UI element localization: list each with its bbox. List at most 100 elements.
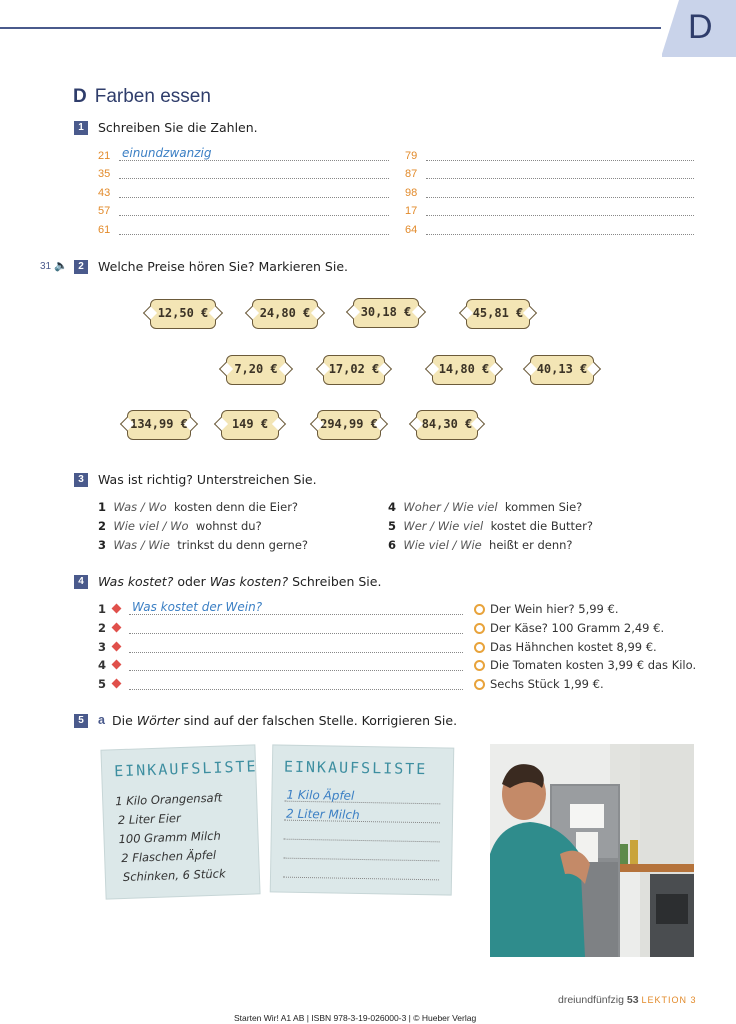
ex1-number: 87 bbox=[405, 168, 418, 180]
shopping-list-line: 2 Flaschen Äpfel bbox=[120, 847, 217, 866]
price-tag[interactable]: 24,80 € bbox=[252, 299, 318, 329]
ex1-number: 21 bbox=[98, 150, 111, 162]
shopping-list-answer-line[interactable] bbox=[284, 800, 441, 805]
speaker-b-circle-icon bbox=[474, 660, 485, 671]
ex3-options[interactable]: Wie viel / Wie bbox=[403, 538, 482, 552]
ex4-answer-line[interactable] bbox=[129, 633, 463, 634]
speaker-b-circle-icon bbox=[474, 604, 485, 615]
shopping-list-line: 1 Kilo Orangensaft bbox=[114, 790, 223, 809]
shopping-list-answer-line[interactable] bbox=[282, 876, 439, 881]
ex4-question-number: 4 bbox=[98, 658, 107, 672]
photo-illustration bbox=[490, 744, 694, 957]
shopping-list-note: EINKAUFSLISTE 1 Kilo Orangensaft 2 Liter… bbox=[101, 745, 260, 899]
price-tag[interactable]: 17,02 € bbox=[323, 355, 385, 385]
ex3-options[interactable]: Wer / Wie viel bbox=[403, 519, 484, 533]
ex1-answer-line[interactable] bbox=[426, 178, 694, 179]
ex3-options[interactable]: Wie viel / Wo bbox=[113, 519, 189, 533]
page-number: 53 bbox=[626, 994, 639, 1006]
ex3-item: 2 Wie viel / Wo wohnst du? bbox=[98, 519, 262, 533]
ex4-answer-line[interactable] bbox=[129, 614, 463, 615]
ex1-answer-line[interactable] bbox=[119, 215, 389, 216]
shopping-list-answer-note: EINKAUFSLISTE 1 Kilo Äpfel 2 Liter Milch bbox=[270, 745, 454, 895]
shopping-list-line: Schinken, 6 Stück bbox=[122, 866, 226, 885]
ex4-question-number: 5 bbox=[98, 677, 107, 691]
ex1-number: 17 bbox=[405, 205, 418, 217]
ex3-item: 1 Was / Wo kosten denn die Eier? bbox=[98, 500, 299, 514]
ex4-reply: Die Tomaten kosten 3,99 € das Kilo. bbox=[490, 658, 697, 672]
top-rule bbox=[0, 27, 662, 29]
ex4-answer-line[interactable] bbox=[129, 652, 463, 653]
lesson-label: LEKTION 3 bbox=[641, 995, 697, 1005]
shopping-list-title: EINKAUFSLISTE bbox=[283, 757, 428, 779]
ex3-item: 4 Woher / Wie viel kommen Sie? bbox=[388, 500, 583, 514]
speaker-a-diamond-icon bbox=[111, 641, 122, 652]
shopping-list-answer-line[interactable] bbox=[283, 857, 440, 862]
price-tag[interactable]: 84,30 € bbox=[416, 410, 478, 440]
speaker-a-diamond-icon bbox=[111, 678, 122, 689]
ex1-answer-line[interactable] bbox=[119, 197, 389, 198]
ex3-options[interactable]: Was / Wie bbox=[113, 538, 170, 552]
price-tag[interactable]: 149 € bbox=[221, 410, 279, 440]
speaker-b-circle-icon bbox=[474, 679, 485, 690]
shopping-list-answer-line[interactable] bbox=[283, 838, 440, 843]
isbn-line: Starten Wir! A1 AB | ISBN 978-3-19-02600… bbox=[234, 1013, 477, 1023]
section-tab-letter: D bbox=[688, 8, 713, 46]
exercise-3-instruction: Was ist richtig? Unterstreichen Sie. bbox=[98, 472, 317, 487]
exercise-5-sub-letter: a bbox=[98, 713, 105, 727]
ex3-item: 6 Wie viel / Wie heißt er denn? bbox=[388, 538, 573, 552]
price-tag[interactable]: 30,18 € bbox=[353, 298, 419, 328]
speaker-a-diamond-icon bbox=[111, 622, 122, 633]
audio-track-number: 31 bbox=[40, 261, 52, 272]
shopping-list-line: 2 Liter Eier bbox=[117, 810, 181, 828]
ex1-number: 61 bbox=[98, 224, 111, 236]
exercise-2-badge: 2 bbox=[74, 260, 88, 274]
ex4-answer-text: Was kostet der Wein? bbox=[132, 600, 263, 614]
ex1-answer-text: einundzwanzig bbox=[122, 146, 212, 160]
page-number-word: dreiundfünfzig bbox=[558, 994, 624, 1006]
exercise-4-instruction: Was kostet? oder Was kosten? Schreiben S… bbox=[98, 574, 382, 589]
exercise-1-instruction: Schreiben Sie die Zahlen. bbox=[98, 120, 258, 135]
speaker-b-circle-icon bbox=[474, 642, 485, 653]
exercise-3-badge: 3 bbox=[74, 473, 88, 487]
ex1-answer-line[interactable] bbox=[426, 215, 694, 216]
ex1-number: 35 bbox=[98, 168, 111, 180]
price-tag[interactable]: 40,13 € bbox=[530, 355, 594, 385]
ex3-item: 3 Was / Wie trinkst du denn gerne? bbox=[98, 538, 309, 552]
ex4-answer-line[interactable] bbox=[129, 689, 463, 690]
ex1-answer-line[interactable] bbox=[119, 178, 389, 179]
exercise-4-badge: 4 bbox=[74, 575, 88, 589]
shopping-list-line: 100 Gramm Milch bbox=[118, 828, 222, 847]
price-tag[interactable]: 7,20 € bbox=[226, 355, 286, 385]
shopping-list-answer-line[interactable] bbox=[283, 819, 440, 824]
exercise-5-badge: 5 bbox=[74, 714, 88, 728]
section-title-text: Farben essen bbox=[94, 86, 211, 107]
ex4-question-number: 2 bbox=[98, 621, 107, 635]
ex4-answer-line[interactable] bbox=[129, 670, 463, 671]
photo-man-at-fridge bbox=[490, 744, 694, 957]
ex1-answer-line[interactable] bbox=[119, 160, 389, 161]
ex3-item: 5 Wer / Wie viel kostet die Butter? bbox=[388, 519, 593, 533]
ex1-answer-line[interactable] bbox=[426, 160, 694, 161]
price-tag[interactable]: 134,99 € bbox=[127, 410, 191, 440]
price-tag[interactable]: 14,80 € bbox=[432, 355, 496, 385]
ex1-number: 79 bbox=[405, 150, 418, 162]
price-tag[interactable]: 12,50 € bbox=[150, 299, 216, 329]
speaker-a-diamond-icon bbox=[111, 603, 122, 614]
audio-speaker-icon[interactable]: 🔈 bbox=[54, 259, 68, 272]
ex1-number: 57 bbox=[98, 205, 111, 217]
ex3-options[interactable]: Was / Wo bbox=[113, 500, 167, 514]
price-tag[interactable]: 294,99 € bbox=[317, 410, 381, 440]
ex4-reply: Sechs Stück 1,99 €. bbox=[490, 677, 604, 691]
exercise-1-badge: 1 bbox=[74, 121, 88, 135]
price-tag[interactable]: 45,81 € bbox=[466, 299, 530, 329]
ex1-answer-line[interactable] bbox=[119, 234, 389, 235]
ex1-number: 64 bbox=[405, 224, 418, 236]
ex1-number: 98 bbox=[405, 187, 418, 199]
ex3-options[interactable]: Woher / Wie viel bbox=[403, 500, 498, 514]
ex4-reply: Das Hähnchen kostet 8,99 €. bbox=[490, 640, 657, 654]
ex1-answer-line[interactable] bbox=[426, 234, 694, 235]
exercise-2-instruction: Welche Preise hören Sie? Markieren Sie. bbox=[98, 259, 349, 274]
ex4-question-number: 3 bbox=[98, 640, 107, 654]
ex1-answer-line[interactable] bbox=[426, 197, 694, 198]
